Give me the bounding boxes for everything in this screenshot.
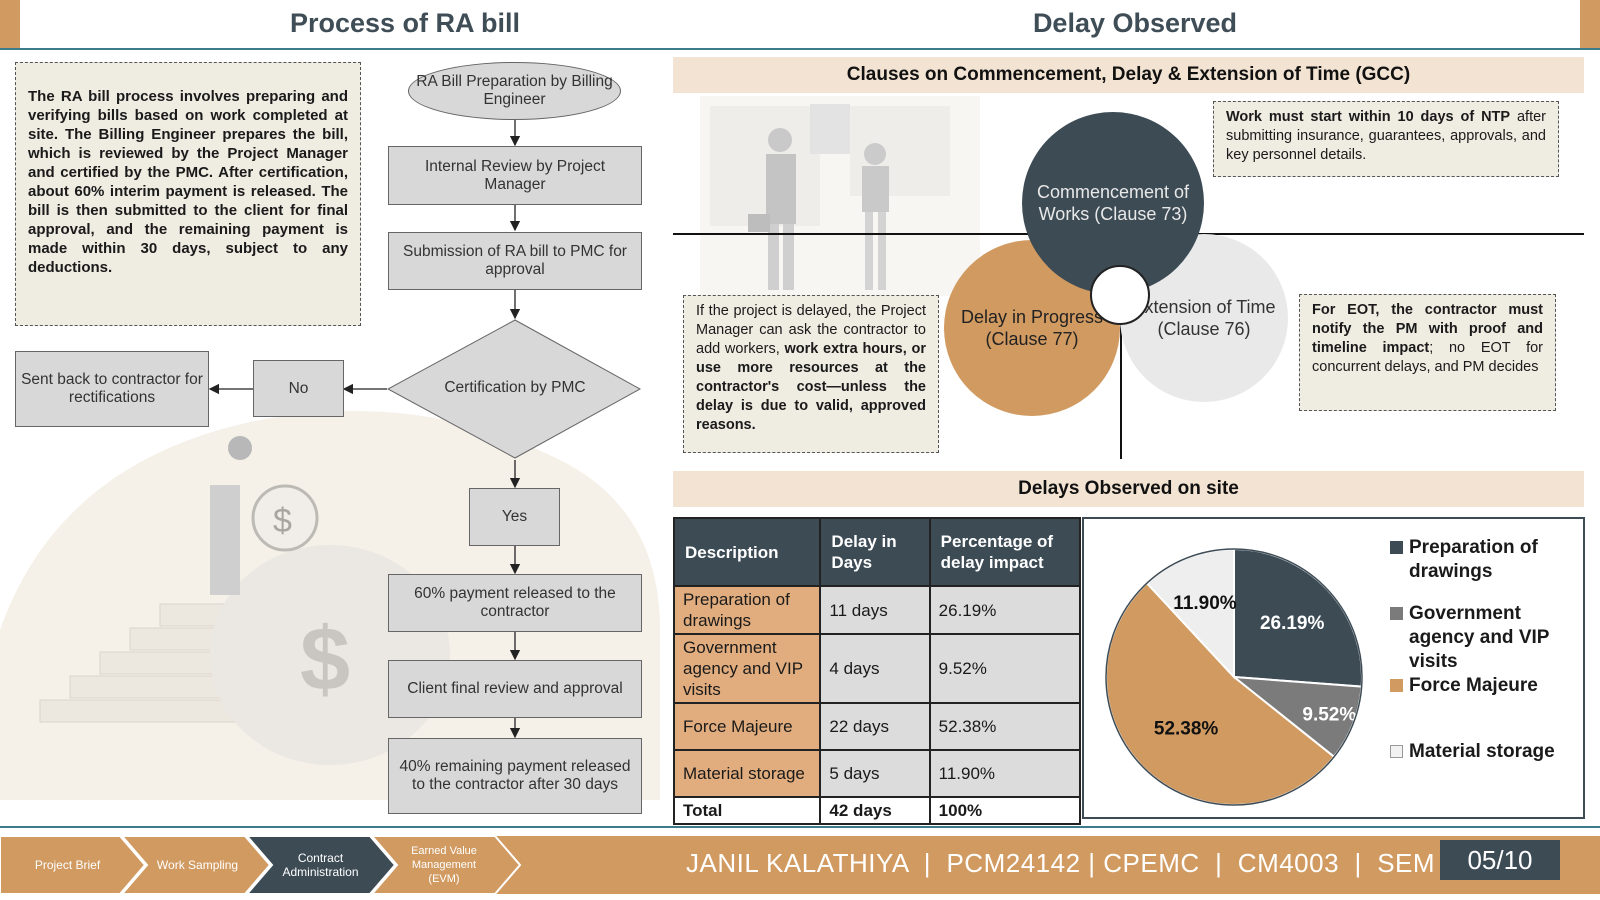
svg-text:$: $ bbox=[273, 502, 292, 540]
delays-header-description: Description bbox=[672, 517, 822, 587]
extension-label: Extension of Time (Clause 76) bbox=[1132, 297, 1276, 339]
flow-start-node: RA Bill Preparation by Billing Engineer bbox=[408, 62, 621, 120]
delays-header-days: Delay in Days bbox=[819, 517, 931, 587]
delay-pie-chart: 26.19% 9.52% 52.38% 11.90% bbox=[1105, 547, 1363, 806]
table-total-days: 42 days bbox=[819, 796, 931, 825]
flow-client-review: Client final review and approval bbox=[388, 660, 642, 718]
table-cell-description: Material storage bbox=[672, 749, 822, 798]
note-delay-text: If the project is delayed, the Project M… bbox=[696, 303, 926, 357]
delays-table: Description Delay in Days Percentage of … bbox=[672, 517, 1082, 825]
svg-text:$: $ bbox=[300, 610, 350, 710]
note-commencement: Work must start within 10 days of NTP af… bbox=[1213, 101, 1559, 177]
clauses-band-title: Clauses on Commencement, Delay & Extensi… bbox=[673, 57, 1584, 93]
legend-item-force-majeure: Force Majeure bbox=[1390, 674, 1582, 698]
header-accent-left bbox=[0, 0, 20, 48]
table-cell-days: 11 days bbox=[819, 585, 931, 635]
pie-legend: Preparation of drawings Government agenc… bbox=[1390, 536, 1582, 764]
legend-label: Preparation of drawings bbox=[1409, 537, 1538, 582]
legend-item-government: Government agency and VIP visits bbox=[1390, 602, 1582, 674]
legend-label: Government agency and VIP visits bbox=[1409, 603, 1550, 672]
pie-label-government: 9.52% bbox=[1302, 704, 1356, 725]
table-cell-percentage: 26.19% bbox=[928, 585, 1082, 635]
flowchart-connectors bbox=[208, 120, 642, 739]
table-total-row: Total 42 days 100% bbox=[672, 796, 1082, 825]
table-cell-percentage: 9.52% bbox=[928, 633, 1082, 704]
table-cell-description: Force Majeure bbox=[672, 702, 822, 751]
table-row: Material storage 5 days 11.90% bbox=[672, 749, 1082, 798]
note-eot-text: ; no EOT for concurrent delays, and PM d… bbox=[1312, 340, 1543, 375]
note-delay-bold: work extra hours, or use more resources … bbox=[696, 341, 926, 433]
page-title-right: Delay Observed bbox=[1032, 8, 1238, 38]
legend-item-material: Material storage bbox=[1390, 740, 1582, 764]
legend-swatch bbox=[1390, 679, 1403, 692]
flow-payment-60: 60% payment released to the contractor bbox=[388, 574, 642, 632]
flow-submission-pmc: Submission of RA bill to PMC for approva… bbox=[388, 232, 642, 290]
note-eot: For EOT, the contractor must notify the … bbox=[1299, 294, 1556, 411]
table-cell-percentage: 11.90% bbox=[928, 749, 1082, 798]
legend-swatch bbox=[1390, 541, 1403, 554]
table-row: Government agency and VIP visits 4 days … bbox=[672, 633, 1082, 704]
legend-swatch bbox=[1390, 745, 1403, 758]
footer-nav-chevrons bbox=[0, 836, 522, 894]
pie-label-drawings: 26.19% bbox=[1260, 613, 1325, 634]
header-accent-right bbox=[1580, 0, 1600, 48]
note-eot-bold: For EOT, the contractor must notify the … bbox=[1312, 302, 1543, 356]
delays-header-percentage: Percentage of delay impact bbox=[928, 517, 1082, 587]
table-cell-description: Government agency and VIP visits bbox=[672, 633, 822, 704]
table-row: Force Majeure 22 days 52.38% bbox=[672, 702, 1082, 751]
flow-sent-back: Sent back to contractor for rectificatio… bbox=[15, 351, 209, 427]
table-cell-percentage: 52.38% bbox=[928, 702, 1082, 751]
footer-nav-project-brief[interactable]: Project Brief bbox=[34, 858, 101, 872]
page-title-left: Process of RA bill bbox=[289, 8, 521, 38]
table-row: Preparation of drawings 11 days 26.19% bbox=[672, 585, 1082, 635]
footer-nav-evm[interactable]: Earned Value Management (EVM) bbox=[411, 845, 477, 885]
note-commencement-bold: Work must start within 10 days of NTP bbox=[1226, 109, 1511, 125]
pie-chart-panel bbox=[1082, 517, 1585, 819]
footer-nav-work-sampling[interactable]: Work Sampling bbox=[156, 858, 239, 872]
table-total-label: Total bbox=[672, 796, 822, 825]
page-number: 05/10 bbox=[1440, 840, 1560, 880]
delay-label: Delay in Progress (Clause 77) bbox=[960, 307, 1104, 349]
commencement-label: Commencement of Works (Clause 73) bbox=[1036, 182, 1190, 224]
table-cell-days: 5 days bbox=[819, 749, 931, 798]
circle-center-ring bbox=[1090, 265, 1150, 325]
note-commencement-text: after submitting insurance, guarantees, … bbox=[1226, 109, 1546, 163]
pie-outline bbox=[1105, 548, 1363, 806]
pie-label-material: 11.90% bbox=[1173, 593, 1236, 614]
legend-item-drawings: Preparation of drawings bbox=[1390, 536, 1582, 584]
footer-author-info: JANIL KALATHIYA | PCM24142 | CPEMC | CM4… bbox=[686, 848, 1459, 878]
legend-label: Material storage bbox=[1409, 741, 1555, 762]
delays-table-header: Description Delay in Days Percentage of … bbox=[672, 517, 1082, 587]
flow-payment-40: 40% remaining payment released to the co… bbox=[388, 738, 642, 814]
footer-divider bbox=[0, 826, 1600, 828]
delays-band-title: Delays Observed on site bbox=[673, 471, 1584, 507]
header-divider bbox=[0, 48, 1600, 50]
note-delay: If the project is delayed, the Project M… bbox=[683, 295, 939, 453]
flow-no-branch: No bbox=[253, 360, 344, 417]
table-cell-description: Preparation of drawings bbox=[672, 585, 822, 635]
legend-label: Force Majeure bbox=[1409, 675, 1538, 696]
table-cell-days: 4 days bbox=[819, 633, 931, 704]
pie-label-force-majeure: 52.38% bbox=[1154, 719, 1219, 740]
clause-vertical-line bbox=[1120, 235, 1122, 459]
table-total-percentage: 100% bbox=[928, 796, 1082, 825]
flow-yes-branch: Yes bbox=[469, 488, 560, 546]
flow-certification-decision: Certification by PMC bbox=[444, 379, 586, 396]
circle-commencement: Commencement of Works (Clause 73) bbox=[1022, 112, 1204, 294]
flow-internal-review: Internal Review by Project Manager bbox=[388, 146, 642, 205]
legend-swatch bbox=[1390, 607, 1403, 620]
ra-process-description: The RA bill process involves preparing a… bbox=[15, 62, 361, 326]
footer-nav-contract-administration[interactable]: Contract Administration bbox=[282, 851, 359, 879]
table-cell-days: 22 days bbox=[819, 702, 931, 751]
handshake-illustration bbox=[700, 96, 980, 296]
